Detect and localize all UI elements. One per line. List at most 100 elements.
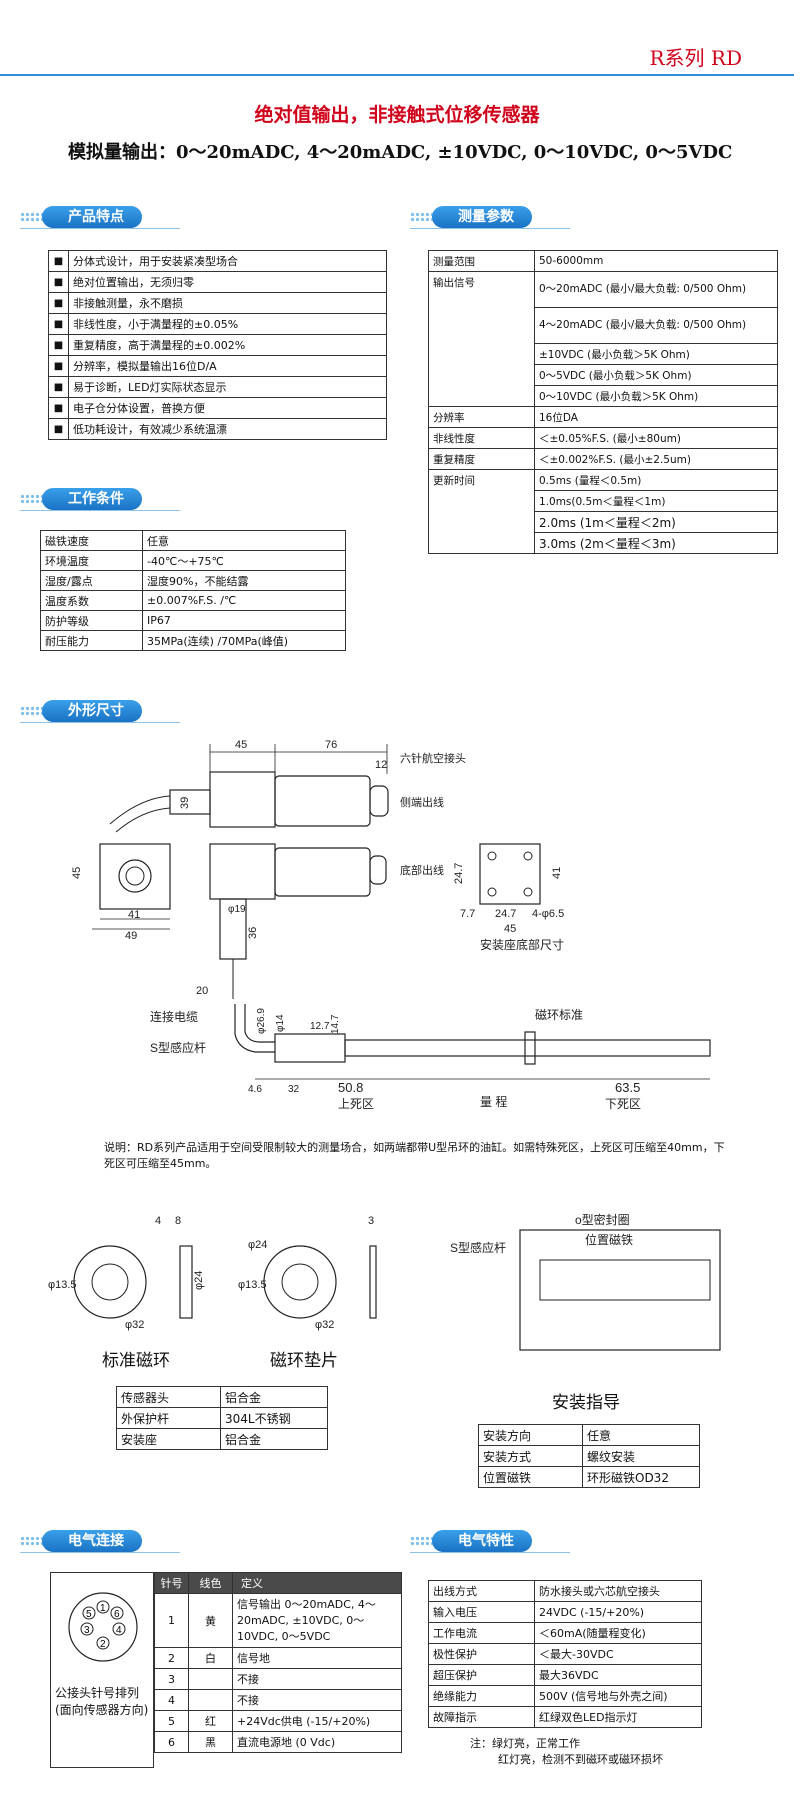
- range-value: 50-6000mm: [534, 250, 778, 272]
- material-value: 铝合金: [220, 1428, 328, 1450]
- wiring-def: 直流电源地 (0 Vdc): [232, 1731, 402, 1753]
- electrical-value: 最大36VDC: [534, 1664, 702, 1686]
- wiring-col-color: 线色: [188, 1572, 233, 1594]
- section-features-title: 产品特点: [42, 206, 142, 228]
- connector-box: 1 2 3 4 5 6 公接头针号排列 (面向传感器方向): [50, 1572, 154, 1768]
- electrical-label: 超压保护: [428, 1664, 535, 1686]
- feature-text: 分体式设计，用于安装紧凑型场合: [68, 250, 387, 272]
- led-note-1: 注：绿灯亮，正常工作: [470, 1737, 580, 1750]
- wiring-color: 红: [188, 1710, 233, 1732]
- electrical-row: 极性保护＜最大-30VDC: [428, 1643, 702, 1665]
- material-label: 传感器头: [116, 1386, 221, 1408]
- feature-row: ■易于诊断，LED灯实际状态显示: [48, 376, 387, 398]
- electrical-row: 工作电流＜60mA(随量程变化): [428, 1622, 702, 1644]
- mount-45: 45: [504, 923, 516, 935]
- condition-row: 温度系数±0.007%F.S. /℃: [40, 590, 346, 611]
- linearity-value: ＜±0.05%F.S. (最小±80um): [534, 427, 778, 449]
- install-label: 位置磁铁: [478, 1466, 583, 1488]
- rod-32: 32: [288, 1084, 300, 1095]
- label-oring: o型密封圈: [575, 1212, 630, 1227]
- wiring-color: 黑: [188, 1731, 233, 1753]
- wiring-def: 不接: [232, 1668, 402, 1690]
- header-divider: [0, 74, 794, 76]
- dim-20: 20: [196, 985, 208, 997]
- wiring-def: +24Vdc供电 (-15/+20%): [232, 1710, 402, 1732]
- electrical-value: 500V (信号地与外壳之间): [534, 1685, 702, 1707]
- feature-row: ■非线性度，小于满量程的±0.05%: [48, 313, 387, 335]
- label-pos-magnet: 位置磁铁: [585, 1232, 633, 1247]
- wiring-pin: 2: [154, 1647, 189, 1669]
- feature-row: ■非接触测量，永不磨损: [48, 292, 387, 314]
- feature-text: 绝对位置输出，无须归零: [68, 271, 387, 293]
- wiring-color: 黄: [188, 1593, 233, 1648]
- wiring-pin: 4: [154, 1689, 189, 1711]
- feature-text: 电子仓分体设置，普换方便: [68, 397, 387, 419]
- label-stroke: 量 程: [480, 1094, 507, 1109]
- install-value: 任意: [582, 1424, 700, 1446]
- dim-phi19: φ19: [228, 904, 246, 915]
- wiring-def: 不接: [232, 1689, 402, 1711]
- feature-text: 低功耗设计，有效减少系统温漂: [68, 418, 387, 440]
- connector-caption: 公接头针号排列 (面向传感器方向): [55, 1686, 149, 1717]
- condition-label: 磁铁速度: [40, 530, 143, 551]
- linearity-label: 非线性度: [428, 427, 535, 449]
- output-3: 0～5VDC (最小负载＞5K Ohm): [534, 364, 778, 386]
- mount-24-7b: 24.7: [495, 908, 516, 920]
- feature-text: 重复精度，高于满量程的±0.002%: [68, 334, 387, 356]
- range-label: 测量范围: [428, 250, 535, 272]
- install-row: 位置磁铁环形磁铁OD32: [478, 1466, 700, 1488]
- dim-41: 41: [128, 909, 140, 921]
- wiring-col-pin: 针号: [154, 1572, 189, 1594]
- electrical-value: 红绿双色LED指示灯: [534, 1706, 702, 1728]
- wiring-pin: 6: [154, 1731, 189, 1753]
- electrical-value: ＜最大-30VDC: [534, 1643, 702, 1665]
- rod-14-7: 14.7: [330, 1014, 341, 1034]
- section-features: 产品特点: [20, 206, 400, 232]
- page-subtitle: 模拟量输出：0～20mADC, 4～20mADC, ±10VDC, 0～10VD…: [68, 142, 733, 163]
- connector-pin-diagram: 1 2 3 4 5 6: [68, 1592, 138, 1662]
- update-2: 2.0ms (1m＜量程＜2m): [534, 511, 778, 533]
- section-electrical: 电气特性: [410, 1530, 790, 1556]
- electrical-row: 超压保护最大36VDC: [428, 1664, 702, 1686]
- bullet-icon: ■: [48, 397, 69, 419]
- feature-row: ■电子仓分体设置，普换方便: [48, 397, 387, 419]
- caption-guide: 安装指导: [552, 1393, 620, 1413]
- electrical-value: 24VDC (-15/+20%): [534, 1601, 702, 1623]
- condition-row: 环境温度-40℃～+75℃: [40, 550, 346, 571]
- dim-45b: 45: [71, 867, 83, 879]
- electrical-label: 工作电流: [428, 1622, 535, 1644]
- condition-row: 湿度/露点湿度90%，不能结露: [40, 570, 346, 591]
- electrical-label: 极性保护: [428, 1643, 535, 1665]
- rod-50-8: 50.8: [338, 1080, 363, 1095]
- condition-value: 35MPa(连续) /70MPa(峰值): [142, 630, 346, 651]
- wiring-row: 3 不接: [154, 1668, 402, 1690]
- electrical-label: 故障指示: [428, 1706, 535, 1728]
- repeat-value: ＜±0.002%F.S. (最小±2.5um): [534, 448, 778, 470]
- pin-3: 3: [84, 1625, 90, 1636]
- bullet-icon: ■: [48, 313, 69, 335]
- material-value: 铝合金: [220, 1386, 328, 1408]
- wiring-pin: 3: [154, 1668, 189, 1690]
- spacer-d32: φ32: [315, 1319, 334, 1331]
- install-table: 安装方向任意安装方式螺纹安装位置磁铁环形磁铁OD32: [478, 1424, 700, 1488]
- install-row: 安装方式螺纹安装: [478, 1445, 700, 1467]
- ring-d32: φ32: [125, 1319, 144, 1331]
- wiring-color: [188, 1689, 233, 1711]
- caption-spacer: 磁环垫片: [270, 1351, 338, 1371]
- caption-std-ring: 标准磁环: [102, 1351, 170, 1371]
- condition-label: 温度系数: [40, 590, 143, 611]
- output-2: ±10VDC (最小负载＞5K Ohm): [534, 343, 778, 365]
- feature-row: ■低功耗设计，有效减少系统温漂: [48, 418, 387, 440]
- feature-row: ■绝对位置输出，无须归零: [48, 271, 387, 293]
- electrical-label: 输入电压: [428, 1601, 535, 1623]
- output-1: 4～20mADC (最小/最大负载: 0/500 Ohm): [534, 307, 778, 344]
- wiring-pin: 5: [154, 1710, 189, 1732]
- label-dead-top: 上死区: [338, 1097, 374, 1111]
- condition-value: IP67: [142, 610, 346, 631]
- dim-49: 49: [125, 930, 137, 942]
- condition-label: 耐压能力: [40, 630, 143, 651]
